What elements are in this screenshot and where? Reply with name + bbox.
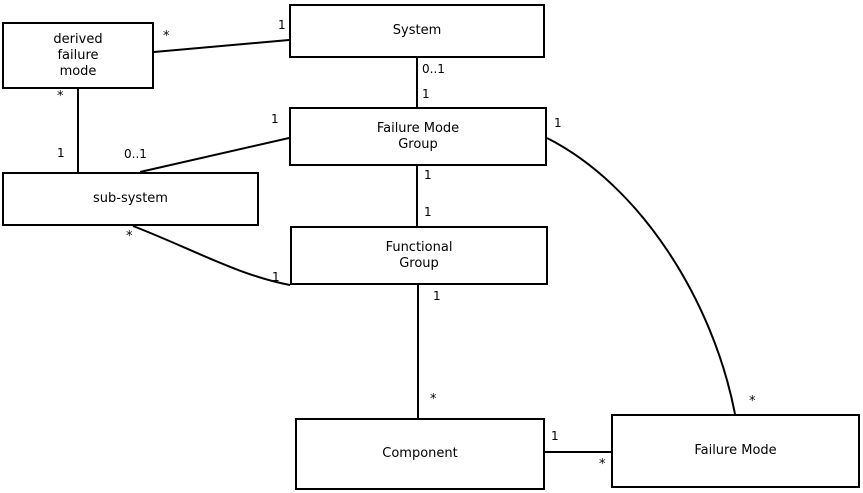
class-box-component[interactable]: Component: [295, 418, 545, 490]
connector-derived-failure-mode-to-system: [153, 39, 290, 53]
connector-failure-mode-group-to-failure-mode: [546, 137, 736, 415]
multiplicity-label-mult-fmg-right: 1: [554, 116, 562, 130]
class-box-failure-mode-group[interactable]: Failure Mode Group: [289, 107, 547, 166]
multiplicity-label-mult-component-up-star: *: [430, 392, 437, 407]
multiplicity-label-mult-subsystem-up: 1: [57, 146, 65, 160]
multiplicity-label-mult-fmg-left: 1: [271, 112, 279, 126]
multiplicity-label-mult-derived-to-system-near: *: [163, 29, 170, 44]
connector-sub-system-to-functional-group: [132, 225, 291, 286]
multiplicity-label-mult-fg-left: 1: [272, 270, 280, 284]
class-box-failure-mode[interactable]: Failure Mode: [611, 414, 860, 488]
class-box-label-component: Component: [382, 446, 458, 461]
class-box-label-system: System: [392, 23, 442, 38]
class-box-sub-system[interactable]: sub-system: [2, 172, 259, 226]
class-box-functional-group[interactable]: Functional Group: [290, 226, 548, 285]
class-box-system[interactable]: System: [289, 4, 545, 58]
multiplicity-label-mult-component-right: 1: [551, 429, 559, 443]
class-box-label-failure-mode: Failure Mode: [694, 443, 777, 458]
multiplicity-label-mult-fmg-down: 1: [424, 168, 432, 182]
class-box-label-derived-failure-mode: derived failure mode: [53, 31, 103, 79]
class-box-label-sub-system: sub-system: [93, 191, 168, 206]
multiplicity-label-mult-system-down: 0..1: [422, 62, 445, 76]
multiplicity-label-mult-derived-down: *: [57, 89, 64, 104]
multiplicity-label-mult-subsystem-down-star: *: [126, 229, 133, 244]
class-box-label-failure-mode-group: Failure Mode Group: [376, 120, 460, 152]
connector-sub-system-to-failure-mode-group: [139, 137, 290, 173]
multiplicity-label-mult-fmg-up: 1: [422, 87, 430, 101]
class-box-derived-failure-mode[interactable]: derived failure mode: [2, 22, 154, 89]
multiplicity-label-mult-fg-up: 1: [424, 205, 432, 219]
multiplicity-label-mult-failure-mode-top-star: *: [749, 394, 756, 409]
multiplicity-label-mult-subsystem-to-fmg: 0..1: [124, 147, 147, 161]
class-box-label-functional-group: Functional Group: [385, 239, 453, 271]
multiplicity-label-mult-system-near-derived: 1: [278, 18, 286, 32]
multiplicity-label-mult-failure-mode-left-star: *: [599, 457, 606, 472]
multiplicity-label-mult-fg-down: 1: [433, 289, 441, 303]
